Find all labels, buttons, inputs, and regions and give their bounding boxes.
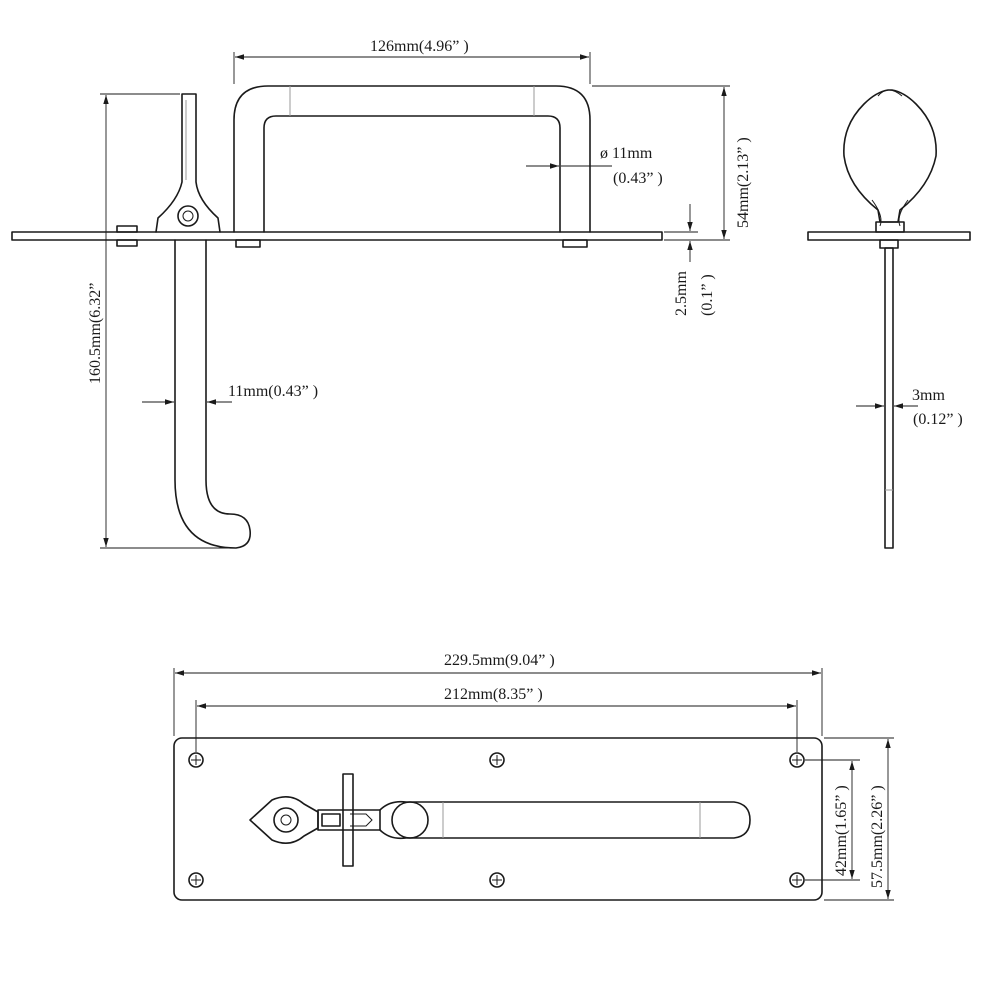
plan-cross-pin bbox=[342, 773, 354, 867]
front-view bbox=[11, 85, 663, 549]
dim-rod-diameter-in: (0.43” ) bbox=[613, 170, 663, 187]
side-pin bbox=[884, 247, 894, 549]
side-dimensions: 3mm (0.12” ) bbox=[856, 387, 963, 428]
dim-hole-vertical-spacing: 42mm(1.65” ) bbox=[833, 785, 850, 876]
dim-plate-thickness-in: (0.1” ) bbox=[699, 274, 716, 316]
plan-view bbox=[173, 737, 823, 901]
dim-plate-thickness-mm: 2.5mm bbox=[673, 271, 690, 316]
dim-pin-mm: 3mm bbox=[912, 387, 945, 404]
side-knob-collar bbox=[875, 221, 905, 233]
screw-hole bbox=[489, 872, 505, 888]
dim-plate-width: 57.5mm(2.26” ) bbox=[869, 785, 886, 888]
dim-bolt-width: 11mm(0.43” ) bbox=[228, 383, 318, 400]
front-handle bbox=[233, 85, 591, 233]
front-bolt bbox=[174, 239, 252, 549]
side-knob bbox=[843, 89, 937, 223]
side-base-plate bbox=[807, 231, 971, 241]
dim-rod-diameter-mm: ø 11mm bbox=[600, 145, 653, 162]
screw-hole bbox=[789, 752, 805, 768]
plan-base-plate bbox=[173, 737, 823, 901]
dim-handle-width: 126mm(4.96” ) bbox=[370, 38, 469, 55]
dim-total-height: 160.5mm(6.32” bbox=[87, 283, 104, 384]
front-base-plate bbox=[11, 231, 663, 241]
plan-handle bbox=[379, 800, 751, 840]
front-handle-foot-left bbox=[235, 239, 261, 248]
dim-handle-height: 54mm(2.13” ) bbox=[735, 137, 752, 228]
front-strap bbox=[155, 93, 221, 233]
plan-dimensions: 229.5mm(9.04” ) 212mm(8.35” ) 42mm(1.65”… bbox=[173, 652, 894, 901]
screw-hole bbox=[489, 752, 505, 768]
dim-plate-length: 229.5mm(9.04” ) bbox=[444, 652, 555, 669]
front-handle-foot-right bbox=[562, 239, 588, 248]
front-pivot-hole bbox=[177, 205, 199, 227]
dim-pin-in: (0.12” ) bbox=[913, 411, 963, 428]
side-view bbox=[807, 89, 971, 549]
plan-screw-holes bbox=[188, 752, 805, 888]
plan-linkage bbox=[317, 809, 381, 831]
screw-hole bbox=[188, 872, 204, 888]
plan-spear-pivot bbox=[249, 796, 319, 844]
screw-hole bbox=[188, 752, 204, 768]
front-screw bbox=[116, 225, 138, 233]
screw-hole bbox=[789, 872, 805, 888]
front-dimensions: 126mm(4.96” ) ø 11mm (0.43” ) 54mm(2.13”… bbox=[87, 38, 752, 549]
dim-hole-spacing: 212mm(8.35” ) bbox=[444, 686, 543, 703]
